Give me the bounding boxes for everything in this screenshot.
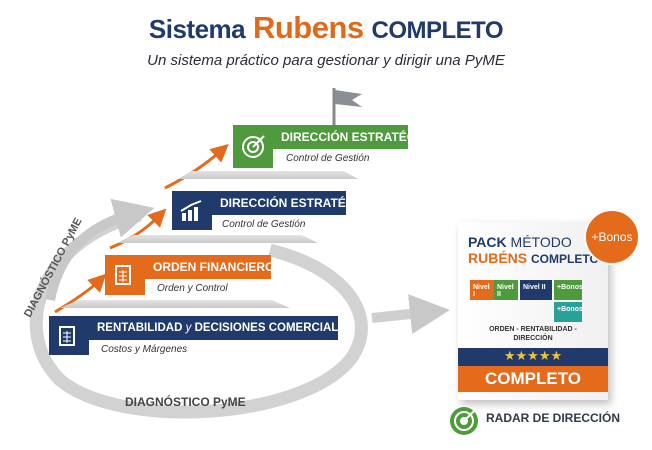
page-title: Sistema Rubens COMPLETO: [148, 10, 504, 45]
growth-arrow: [109, 208, 167, 250]
cycle-label-bottom: DIAGNÓSTICO PyME: [125, 394, 246, 409]
step-rentabilidad: RENTABILIDAD y DECISIONES COMERCIALES Co…: [49, 316, 354, 355]
pack-box: PACK MÉTODO RUBÉNS COMPLETO Nivel I Nive…: [458, 222, 608, 400]
calculator-icon: [49, 316, 89, 355]
to-pack-arrow: [371, 294, 450, 334]
diagnostic-cycle-ring: [29, 208, 368, 419]
target-icon: [233, 125, 273, 168]
page-subtitle: Un sistema práctico para gestionar y dir…: [147, 52, 505, 69]
growth-chart-icon: [172, 191, 212, 230]
growth-arrow: [54, 273, 107, 314]
rating-stars: ★★★★★: [458, 348, 608, 366]
step-direccion-estrategica: DIRECCIÓN ESTRATÉGICA Control de Gestión: [172, 191, 376, 230]
cycle-arrow: [45, 198, 155, 302]
bonos-badge: +Bonos: [584, 209, 640, 265]
growth-arrow: [164, 144, 229, 190]
flag-icon: [332, 88, 362, 125]
radar-icon: [448, 405, 480, 442]
step-direccion-estrategica-top: DIRECCIÓN ESTRATÉGICA Control de Gestión: [233, 125, 437, 168]
calculator-icon: [105, 255, 145, 295]
radar-label: RADAR DE DIRECCIÓN: [486, 411, 621, 425]
step-orden-financiero: ORDEN FINANCIERO Orden y Control: [105, 255, 274, 295]
